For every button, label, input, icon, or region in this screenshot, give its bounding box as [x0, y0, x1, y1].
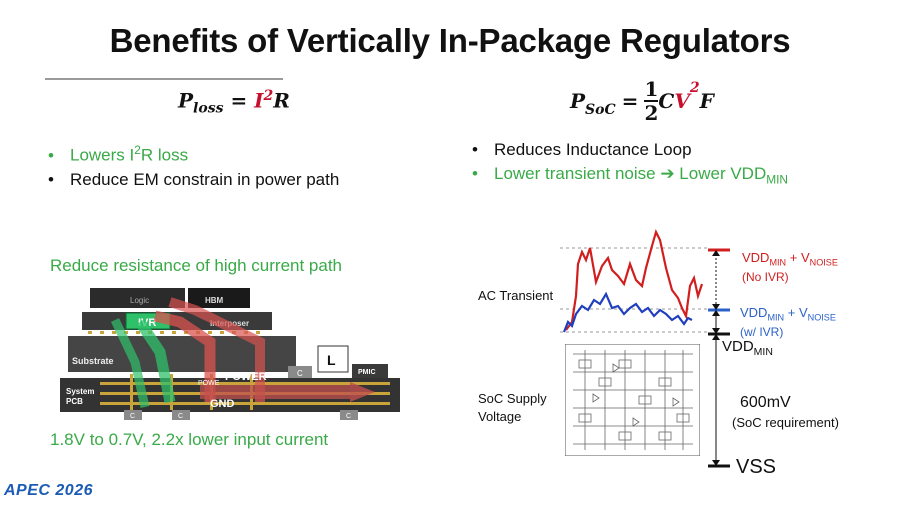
- callout-lower-current: 1.8V to 0.7V, 2.2x lower input current: [50, 430, 329, 449]
- eq-c: C: [658, 89, 675, 113]
- right-bullets: •Reduces Inductance Loop •Lower transien…: [472, 138, 788, 191]
- cap-label-b1: C: [130, 413, 135, 420]
- power-path-red-1: [153, 310, 216, 402]
- red-note: (No IVR): [742, 269, 789, 284]
- bullet-lowers-loss: •Lowers I2R loss: [48, 143, 189, 165]
- eq-p: P: [178, 88, 194, 113]
- bullet-inductance: •Reduces Inductance Loop: [472, 140, 692, 159]
- soc-schematic-image: [565, 344, 700, 456]
- voltage-scale: [708, 248, 730, 468]
- pmic-label: PMIC: [358, 369, 376, 376]
- blue-transient-trace: [562, 291, 693, 333]
- eq-r: R: [273, 88, 290, 113]
- eq-equals-2: =: [621, 89, 639, 113]
- logic-label: Logic: [130, 296, 149, 305]
- callout-reduce-resistance: Reduce resistance of high current path: [50, 256, 343, 275]
- red-level-label: VDDMIN + VNOISE (No IVR): [742, 250, 838, 284]
- left-equation: Ploss = I2R: [178, 88, 290, 117]
- eq-equals: =: [230, 88, 248, 113]
- pcb-label-2: PCB: [66, 397, 83, 406]
- title-divider: [45, 78, 283, 80]
- capacitor-top: [288, 366, 312, 378]
- eq-v-sup: 2: [689, 80, 700, 96]
- left-bullets: •Lowers I2R loss •Reduce EM constrain in…: [48, 138, 339, 192]
- eq-psoc: P: [570, 89, 586, 113]
- red-transient-trace: [565, 228, 704, 331]
- vss-label: VSS: [736, 456, 777, 478]
- power-arrowhead: [350, 382, 375, 402]
- soc-requirement: (SoC requirement): [732, 415, 839, 430]
- pmic: [352, 364, 388, 378]
- cap-label-top: C: [297, 369, 303, 378]
- eq-v: V: [674, 89, 690, 113]
- apec-logo: APEC 2026: [4, 482, 93, 499]
- soc-supply-line-2: Voltage: [478, 409, 522, 424]
- eq-num: 1: [644, 77, 659, 101]
- ac-transient-plot: [560, 228, 710, 333]
- soc-supply-line-1: SoC Supply: [478, 391, 547, 406]
- blue-note: (w/ IVR): [740, 324, 784, 339]
- arrow-icon: ➔: [660, 164, 675, 183]
- capacitor-bottom-2: [172, 410, 190, 420]
- eq-i: I: [254, 88, 264, 113]
- capacitor-bottom-1: [124, 410, 142, 420]
- hbm-die: [188, 288, 250, 308]
- eq-i-sup: 2: [263, 88, 274, 104]
- blue-level-label: VDDMIN + VNOISE (w/ IVR): [740, 305, 836, 339]
- bullet-reduce-em: •Reduce EM constrain in power path: [48, 169, 340, 189]
- power-label: POWER: [225, 371, 267, 383]
- logic-die: [90, 288, 185, 308]
- eq-fraction: 1 2: [644, 77, 659, 125]
- eq-den: 2: [644, 101, 659, 125]
- power-small-label: POWE: [198, 380, 220, 387]
- cap-label-b3: C: [346, 413, 351, 420]
- pcb-label-1: System: [66, 387, 94, 396]
- power-path-green-2: [110, 318, 150, 408]
- schematic-lines: [573, 350, 693, 450]
- eq-psoc-sub: SoC: [585, 102, 616, 118]
- eq-p-sub: loss: [193, 100, 224, 117]
- ac-transient-label: AC Transient: [478, 288, 554, 303]
- slide-title: Benefits of Vertically In-Package Regula…: [109, 22, 791, 59]
- soc-supply-label: SoC Supply Voltage: [478, 390, 547, 426]
- cap-label-b2: C: [178, 413, 183, 420]
- power-path-green-1: [135, 318, 176, 404]
- inductor-box: [317, 345, 349, 373]
- gnd-label: GND: [210, 398, 235, 410]
- inductor-label: L: [327, 352, 336, 368]
- hbm-label: HBM: [205, 296, 224, 305]
- power-path-red-2: [168, 297, 265, 402]
- bullet-transient: •Lower transient noise ➔ Lower VDDMIN: [472, 164, 789, 187]
- capacitor-bottom-3: [340, 410, 358, 420]
- voltage-600mv: 600mV: [740, 394, 791, 411]
- substrate-label: Substrate: [72, 356, 114, 366]
- eq-f: F: [699, 89, 714, 113]
- vddmin-label: VDDMIN: [722, 338, 773, 358]
- package-cross-section-diagram: Logic HBM IVR Interposer Substrate L C P…: [60, 288, 400, 420]
